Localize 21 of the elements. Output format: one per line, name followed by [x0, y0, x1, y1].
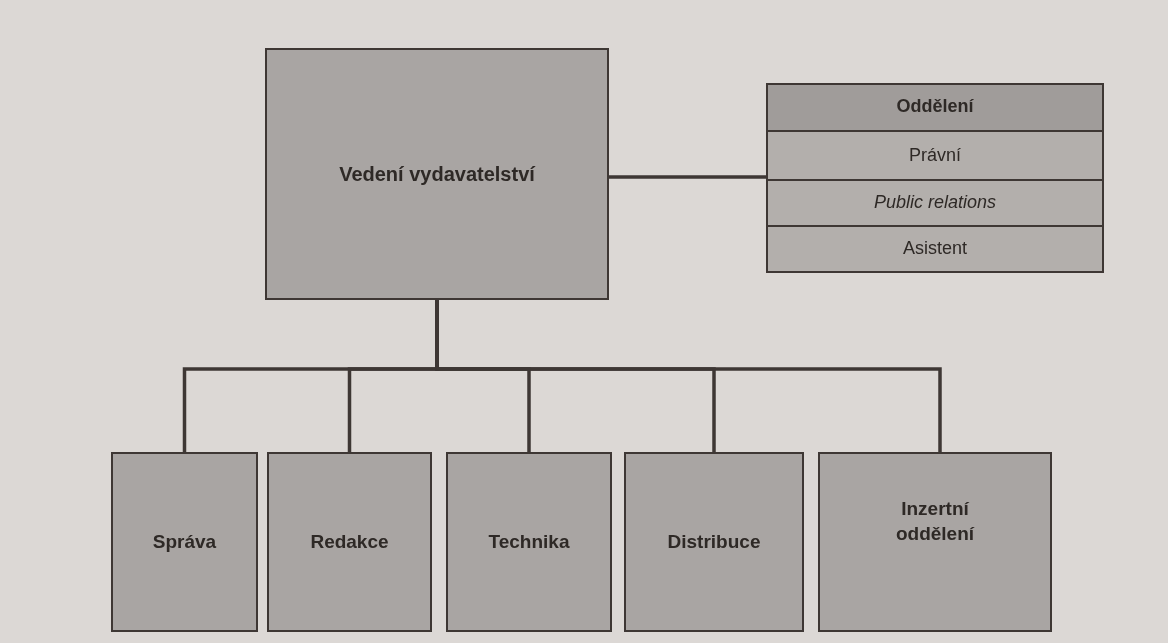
node-label: Redakce	[310, 529, 389, 554]
node-label: Právní	[909, 143, 961, 167]
department-box	[111, 452, 258, 632]
table-row	[768, 130, 1102, 179]
node-label: Inzertní oddělení	[894, 497, 976, 546]
table-row	[768, 179, 1102, 225]
node-label: Vedení vydavatelství	[339, 162, 535, 187]
table-row	[768, 225, 1102, 271]
node-label: Správa	[152, 529, 217, 554]
department-box	[267, 452, 432, 632]
node-label: Distribuce	[667, 529, 761, 554]
department-table	[766, 83, 1104, 273]
department-box	[624, 452, 804, 632]
department-box	[446, 452, 612, 632]
connector-line	[609, 175, 766, 179]
node-label: Asistent	[903, 237, 967, 261]
table-heading: Oddělení	[896, 95, 974, 118]
node-label: Technika	[488, 529, 570, 554]
node-label: Public relations	[873, 191, 997, 215]
management-box	[265, 48, 609, 300]
department-box	[818, 452, 1052, 632]
